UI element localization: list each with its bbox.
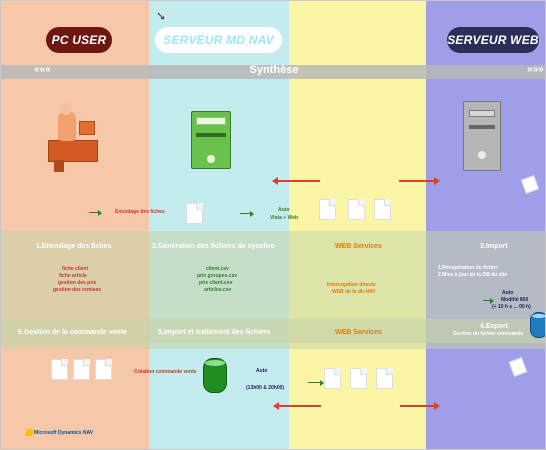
serveur-web-header: SERVEUR WEB [447,27,539,53]
web-top-line: WEB de la db NAV [332,289,376,295]
sec2-item: prix groupes.csv [197,273,238,279]
encodage-small-label: Encodage des fiches [115,209,165,215]
section-6-title: 6.Gestion de la commande vente [18,329,127,336]
document-icon [186,203,203,224]
section-overlay-lower [1,319,545,343]
section-5-title: 5.Import et traitement des fichiers [158,329,271,336]
serveur-md-nav-header: SERVEUR MD NAV [155,27,282,53]
dynamics-logo-icon [25,429,34,436]
band-right-arrows: »»» [527,64,544,75]
sec2-item: client.csv [206,266,229,272]
sec1-item: fiche article [59,273,87,279]
brand-label: Microsoft Dynamics NAV [34,430,94,436]
cmd-small-label: Création commande vente [134,369,197,375]
document-icon [95,359,112,380]
sec1-item: gestion des remises [53,287,102,293]
synthese-band [1,65,545,79]
auto-right-sub2: (+ 10 h s ... 00 h) [492,304,531,310]
import-item: 1.Récupération du fichier [438,265,499,271]
document-icon [350,368,367,389]
document-icon [374,199,391,220]
document-icon [73,359,90,380]
import-item: 2.Mise à jour de la DB du site [438,272,508,278]
server-icon [191,111,231,169]
document-icon [348,199,365,220]
auto-bottom-label: Auto [256,368,268,374]
export-sub: Gestion du fichier commande [453,331,524,337]
small-arrow [483,298,494,304]
auto-right-sub: Modifié 800 [501,297,529,303]
database-icon [203,358,227,393]
document-icon [324,368,341,389]
auto-small-label: Auto [278,207,290,213]
sec1-item: gestion des prix [58,280,97,286]
export-title: 4.Export [480,323,509,330]
cursor-icon: ➘ [156,9,167,23]
section-2-title: 2.Génération des fichiers de synchro [152,243,275,250]
pc-user-header: PC USER [46,27,112,53]
arrow-right [400,402,440,410]
web-server-icon [463,101,501,171]
sec2-item: prix client.csv [199,280,233,286]
small-arrow [89,210,102,216]
sec1-item: fiche client [62,266,89,272]
document-icon [319,199,336,220]
band-title: Synthèse [249,64,299,76]
web-services-top: WEB Services [335,243,383,250]
band-left-arrows: ««« [34,64,51,75]
small-arrow [240,211,254,217]
import-title: 3.Import [480,243,508,250]
section-1-title: 1.Encodage des fiches [36,243,112,250]
web-top-line: Interrogation directe [327,282,376,288]
sec2-item: articles.csv [204,287,232,293]
arrow-right [399,177,440,185]
arrow-left [273,402,321,410]
vista-small-label: Vista + Web [270,215,299,221]
small-arrow [308,380,324,386]
arrow-left [272,177,320,185]
user-workstation-icon [41,103,107,172]
web-services-bottom: WEB Services [335,329,383,336]
database-icon [530,312,545,338]
auto-bottom-sub: (13h00 & 20h00) [246,385,285,391]
document-icon [51,359,68,380]
auto-right-label: Auto [502,290,514,296]
document-icon [376,368,393,389]
